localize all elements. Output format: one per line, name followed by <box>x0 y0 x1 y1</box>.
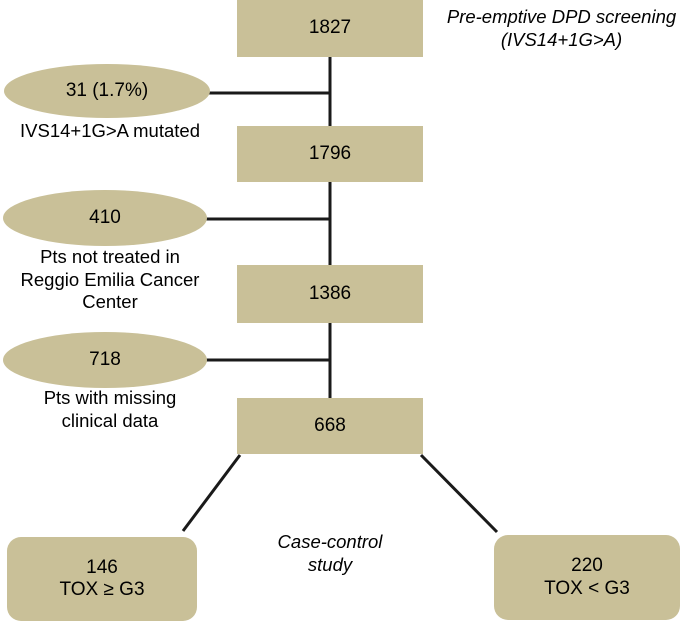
caption-exclusion-missing-data: Pts with missing clinical data <box>43 387 177 431</box>
node-after-center-exclusion-label: 1386 <box>308 282 352 304</box>
node-outcome-tox-ge-g3-label: 146 TOX ≥ G3 <box>59 556 145 600</box>
annotation-case-control-study: Case-control study <box>277 531 383 575</box>
node-exclusion-mutated: 31 (1.7%) <box>4 64 210 118</box>
node-exclusion-not-treated-count: 410 <box>89 206 121 228</box>
node-exclusion-mutated-count: 31 (1.7%) <box>65 79 149 101</box>
node-exclusion-missing-data-count: 718 <box>89 348 121 370</box>
node-after-mutation-exclusion: 1796 <box>237 126 423 182</box>
node-exclusion-not-treated: 410 <box>3 190 207 246</box>
node-outcome-tox-lt-g3: 220 TOX < G3 <box>494 535 680 620</box>
node-after-center-exclusion: 1386 <box>237 265 423 323</box>
node-outcome-tox-ge-g3: 146 TOX ≥ G3 <box>7 537 197 621</box>
node-exclusion-missing-data: 718 <box>3 332 207 388</box>
node-after-mutation-exclusion-label: 1796 <box>308 142 352 164</box>
caption-exclusion-mutated: IVS14+1G>A mutated <box>20 120 200 141</box>
node-final-cohort: 668 <box>237 398 423 454</box>
edge-668-to-tox-lt <box>419 453 499 534</box>
edge-668-to-tox-ge <box>181 454 242 532</box>
node-outcome-tox-lt-g3-label: 220 TOX < G3 <box>544 555 630 599</box>
caption-exclusion-not-treated: Pts not treated in Reggio Emilia Cancer … <box>20 246 200 313</box>
node-total-screened: 1827 <box>237 0 423 57</box>
node-final-cohort-label: 668 <box>314 414 346 436</box>
annotation-preemptive-dpd-screening: Pre-emptive DPD screening (IVS14+1G>A) <box>446 6 677 50</box>
node-total-screened-label: 1827 <box>308 17 352 39</box>
